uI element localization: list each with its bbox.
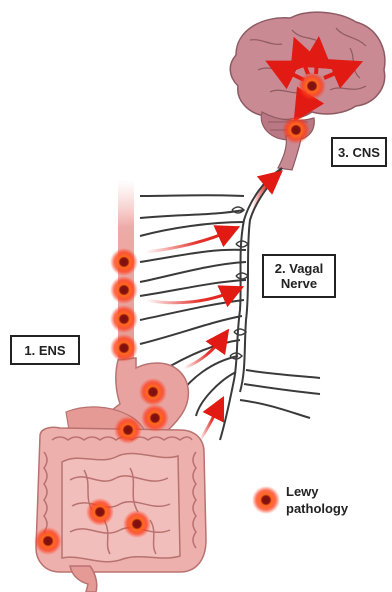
cns-label: 3. CNS	[331, 137, 387, 167]
lewy-dot	[110, 248, 138, 276]
vagal-label-line1: 2. Vagal	[275, 261, 323, 276]
cns-label-text: 3. CNS	[338, 145, 380, 160]
lewy-dot	[114, 416, 142, 444]
lewy-dot	[110, 276, 138, 304]
lewy-dot	[86, 498, 114, 526]
intestines	[36, 427, 206, 592]
lewy-dot	[298, 72, 326, 100]
lewy-dot	[282, 116, 310, 144]
vagal-label-line2: Nerve	[281, 276, 317, 291]
lewy-dot	[110, 334, 138, 362]
legend-label: Lewy pathology	[286, 483, 348, 517]
ens-label-text: 1. ENS	[24, 343, 65, 358]
lewy-dot	[34, 527, 62, 555]
lewy-dot	[123, 510, 151, 538]
vagal-nerve-label: 2. Vagal Nerve	[262, 254, 336, 298]
legend-line2: pathology	[286, 500, 348, 517]
lewy-dot	[110, 305, 138, 333]
legend-line1: Lewy	[286, 483, 348, 500]
ens-label: 1. ENS	[10, 335, 80, 365]
lewy-dot	[141, 404, 169, 432]
lewy-dot	[139, 378, 167, 406]
legend-lewy-icon	[252, 486, 280, 514]
